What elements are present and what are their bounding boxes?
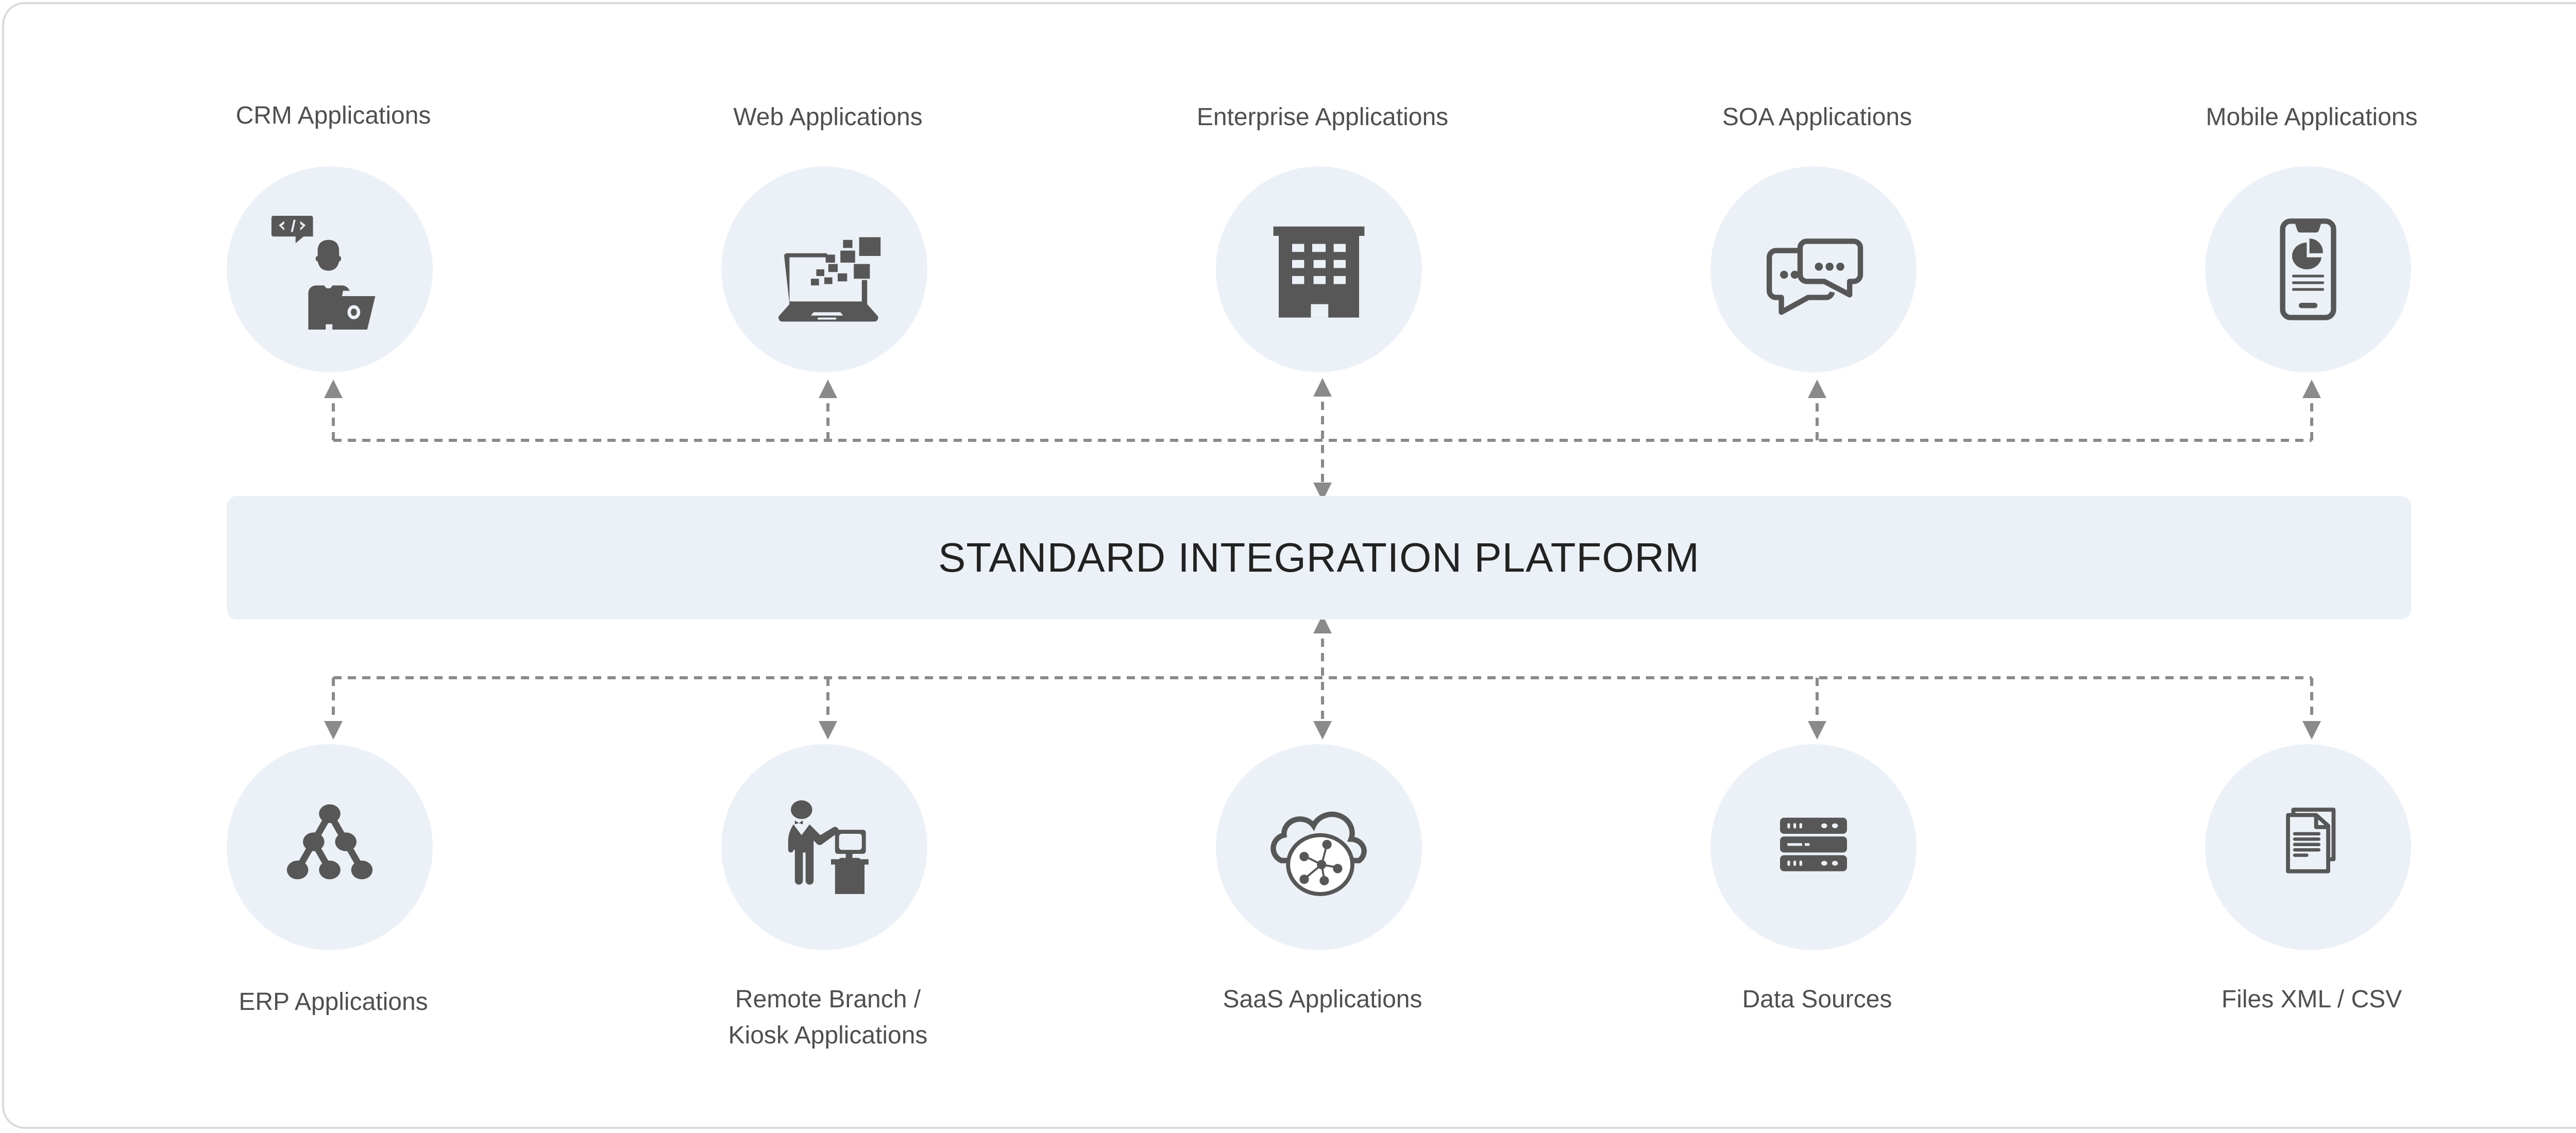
node-erp[interactable] <box>227 744 433 950</box>
chat-bubbles-icon <box>1767 238 1863 315</box>
node-label-saas: SaaS Applications <box>1223 986 1422 1013</box>
office-building-icon <box>1273 226 1365 318</box>
node-data-sources[interactable] <box>1710 744 1917 950</box>
laptop-pixels-icon <box>778 237 881 322</box>
documents-icon <box>2286 808 2336 873</box>
platform-title: STANDARD INTEGRATION PLATFORM <box>938 535 1700 580</box>
integration-platform-bar[interactable]: STANDARD INTEGRATION PLATFORM <box>227 496 2411 620</box>
node-label-files: Files XML / CSV <box>2221 986 2402 1013</box>
kiosk-attendant-icon <box>788 800 869 894</box>
node-label-crm: CRM Applications <box>235 102 431 129</box>
node-files[interactable] <box>2205 744 2411 950</box>
node-saas[interactable] <box>1216 744 1422 950</box>
node-soa[interactable] <box>1710 166 1917 372</box>
server-rack-icon <box>1780 817 1847 871</box>
node-label-enterprise: Enterprise Applications <box>1196 104 1449 131</box>
node-enterprise[interactable] <box>1216 166 1422 372</box>
node-label-web: Web Applications <box>733 104 923 131</box>
node-label-data-sources: Data Sources <box>1742 986 1892 1013</box>
node-web[interactable] <box>721 166 927 372</box>
cloud-network-icon <box>1270 812 1367 896</box>
developer-laptop-icon <box>271 216 376 330</box>
smartphone-report-icon <box>2280 218 2336 320</box>
node-remote-branch[interactable] <box>721 744 927 950</box>
node-label-soa: SOA Applications <box>1722 104 1912 131</box>
node-crm[interactable] <box>227 166 433 372</box>
node-label-erp: ERP Applications <box>239 988 428 1016</box>
node-label-remote-branch: Remote Branch / Kiosk Applications <box>728 986 928 1049</box>
node-label-mobile: Mobile Applications <box>2206 104 2418 131</box>
node-mobile[interactable] <box>2205 166 2411 372</box>
hierarchy-tree-icon <box>286 804 373 880</box>
